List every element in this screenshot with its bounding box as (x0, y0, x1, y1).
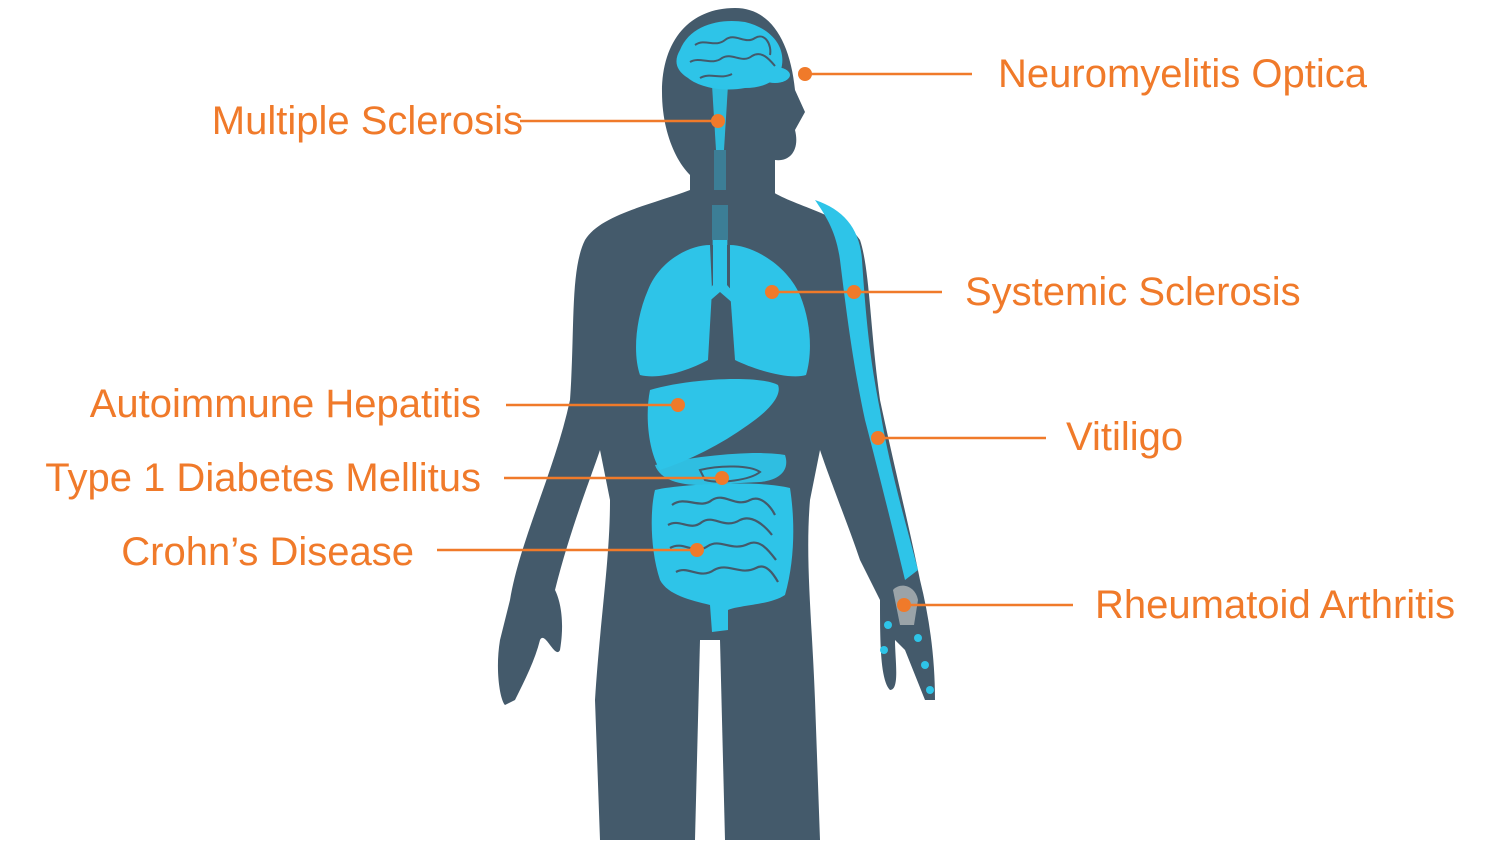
joint-dot (921, 661, 929, 669)
label-vitiligo: Vitiligo (1066, 417, 1183, 457)
optic-nerve (760, 67, 790, 83)
joint-dot (914, 634, 922, 642)
spinal-cord-lower (714, 150, 726, 190)
label-multiple-sclerosis: Multiple Sclerosis (212, 101, 523, 141)
leg-gap (695, 640, 725, 840)
label-type-1-diabetes: Type 1 Diabetes Mellitus (45, 458, 481, 498)
joint-dot (926, 686, 934, 694)
marker-hepatitis (671, 398, 685, 412)
marker-neuromyelitis (798, 67, 812, 81)
label-rheumatoid-arthritis: Rheumatoid Arthritis (1095, 585, 1455, 625)
joint-dot (880, 646, 888, 654)
joint-dot (884, 621, 892, 629)
marker-ra (897, 598, 911, 612)
marker-ms (711, 114, 725, 128)
trachea-upper (712, 205, 728, 245)
marker-arm-skin (847, 285, 861, 299)
marker-t1d (715, 471, 729, 485)
marker-lung (765, 285, 779, 299)
label-crohns-disease: Crohn’s Disease (121, 532, 414, 572)
label-systemic-sclerosis: Systemic Sclerosis (965, 272, 1301, 312)
marker-vitiligo (871, 431, 885, 445)
marker-crohns (690, 543, 704, 557)
label-neuromyelitis-optica: Neuromyelitis Optica (998, 54, 1367, 94)
label-autoimmune-hepatitis: Autoimmune Hepatitis (90, 384, 481, 424)
